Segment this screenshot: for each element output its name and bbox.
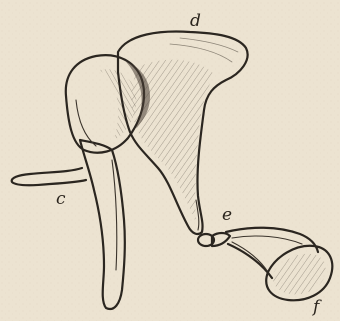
label-c: c [56, 189, 66, 209]
label-e: e [222, 205, 232, 225]
label-d: d [190, 11, 201, 31]
